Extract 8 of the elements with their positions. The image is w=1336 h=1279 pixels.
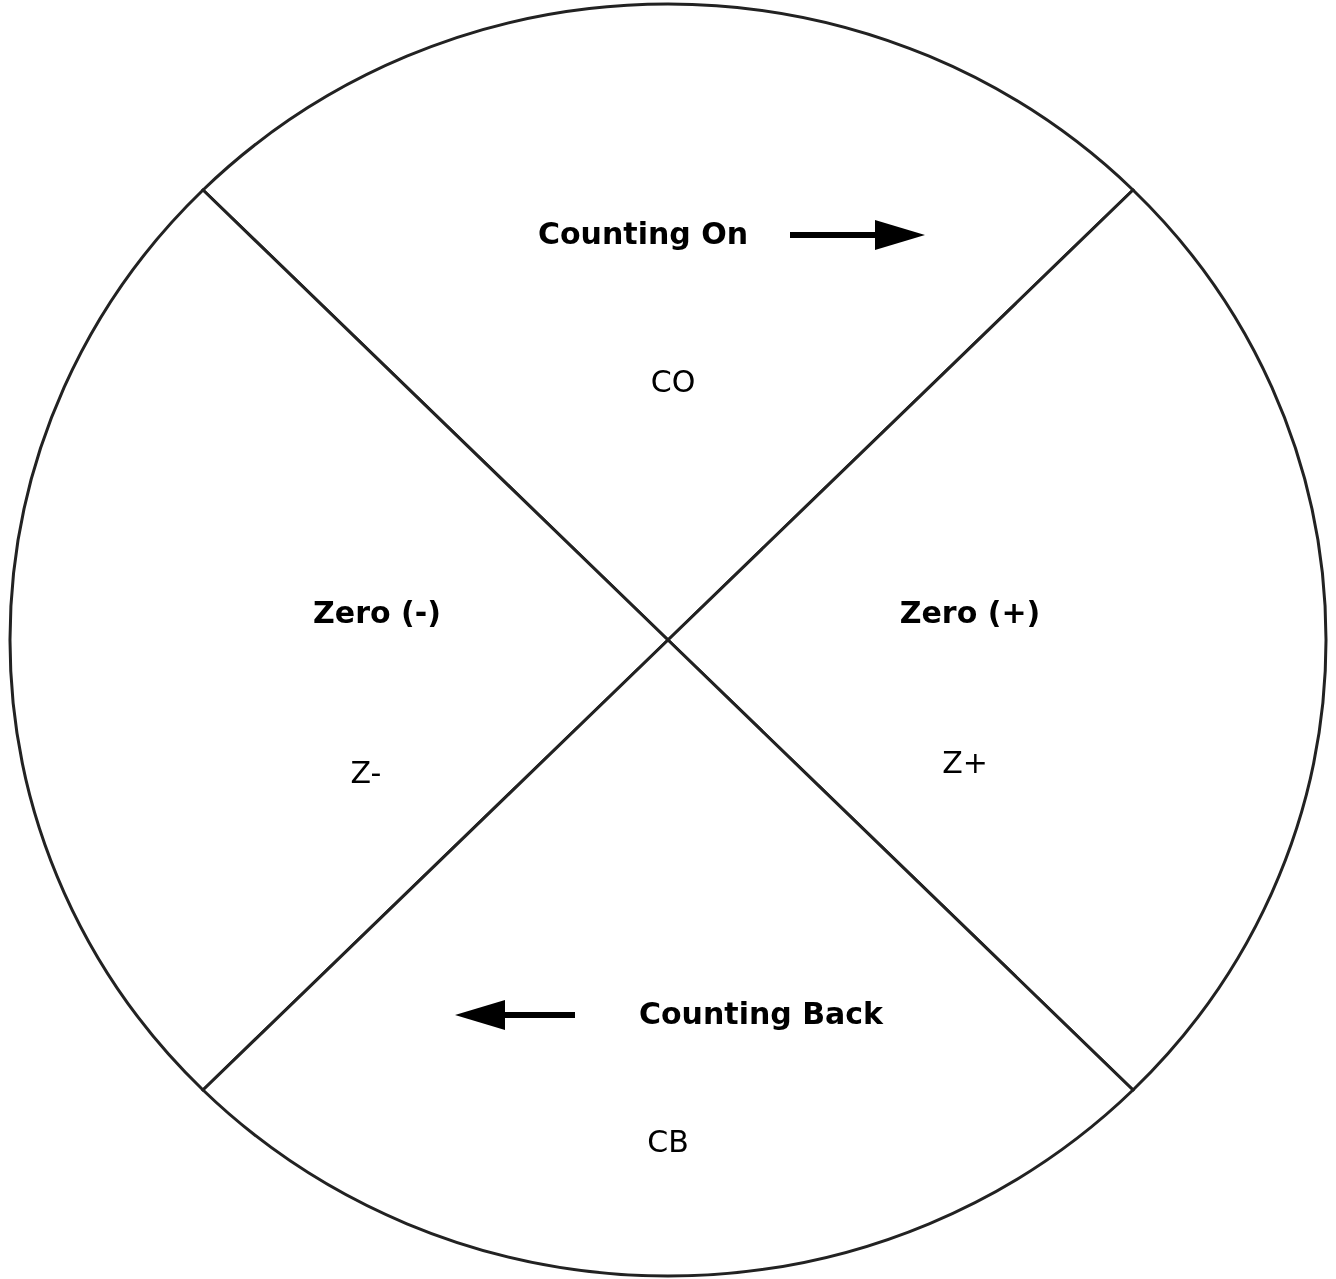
sector-heading: Zero (+) bbox=[899, 594, 1041, 630]
sector-heading: Counting On bbox=[537, 215, 749, 251]
sector-heading: Zero (-) bbox=[313, 594, 441, 630]
sector-abbreviation: CB bbox=[647, 1123, 689, 1159]
sector-heading: Counting Back bbox=[638, 995, 884, 1031]
sector-abbreviation: Z+ bbox=[942, 744, 988, 780]
sector-abbreviation: CO bbox=[650, 363, 696, 399]
sector-abbreviation: Z- bbox=[350, 754, 382, 790]
